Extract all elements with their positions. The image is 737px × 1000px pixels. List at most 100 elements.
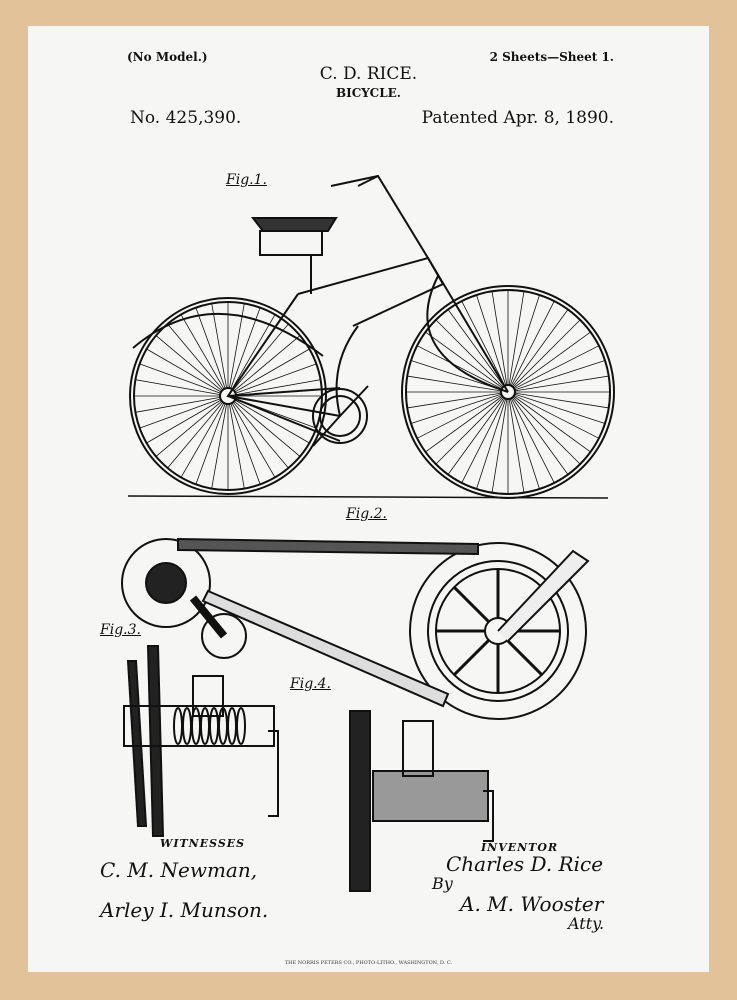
inventor-name: C. D. RICE. [319,64,418,84]
spoke [435,396,504,465]
spoke [514,392,609,409]
spoke [233,400,301,457]
spring-coil [200,707,210,745]
spoke [234,399,310,444]
spoke [195,403,226,485]
spoke [230,307,261,389]
spoke [228,303,245,389]
spoke [506,639,543,676]
spoke [508,291,525,386]
spoke [211,303,228,389]
spoke [231,402,276,478]
inventor-signature: Charles D. Rice [446,852,604,876]
fig2-drive [121,537,590,720]
spoke [476,398,507,490]
spoke [508,398,525,493]
spoke [139,398,221,429]
spoke [232,401,289,469]
spoke [407,375,502,392]
spoke [155,335,223,392]
spoke [146,348,222,393]
spoke [211,403,228,489]
spoke [435,319,504,388]
by-text: By [432,874,453,893]
spoke [476,294,507,386]
fig4-label: Fig.4. [290,676,331,692]
spoke [513,331,591,389]
spoke [139,363,221,394]
spoke [180,402,225,478]
spoke [228,403,245,489]
spoke [510,300,555,386]
spoke [513,395,591,453]
spoke [416,345,502,390]
model-note: (No Model.) [127,50,208,64]
patent-date: Patented Apr. 8, 1890. [421,108,614,128]
spoke [453,586,490,623]
spoke [235,379,321,396]
spoke [514,375,609,392]
atty-text: Atty. [568,914,605,933]
spoke [230,403,261,485]
bicycle-drawing [121,174,615,892]
spoke [510,398,555,484]
spoke [195,307,226,389]
fig3-hub [123,645,279,837]
spoke [514,394,600,439]
printer-credit: THE NORRIS PETERS CO., PHOTO-LITHO., WAS… [284,960,453,966]
spoke [491,398,508,493]
spoke [447,397,505,475]
spoke [425,331,503,389]
spring-coil [236,707,246,745]
spoke [146,399,222,444]
fig2-label: Fig.2. [346,506,387,522]
patent-number: No. 425,390. [130,108,242,128]
witnesses-label: WITNESSES [160,837,246,850]
spoke [491,291,508,386]
spoke [509,398,540,490]
spoke [235,363,317,394]
spoke [425,395,503,453]
spoke [509,294,540,386]
spring-coil [173,707,183,745]
spoke [155,400,223,457]
spoke [453,639,490,676]
spoke [231,314,276,390]
spoke [407,392,502,409]
spoke [514,360,606,391]
patent-sheet: (No Model.) 2 Sheets—Sheet 1. C. D. RICE… [28,26,709,972]
spoke [461,398,506,484]
spoke [512,396,581,465]
spoke [410,360,502,391]
spoke [447,309,505,387]
spoke [511,397,569,475]
fig1-label: Fig.1. [226,172,267,188]
witness1-signature: C. M. Newman, [100,858,258,882]
spoke [416,394,502,439]
spoke [410,393,502,424]
spoke [512,319,581,388]
witness2-signature: Arley I. Munson. [100,898,269,922]
inventor-label: INVENTOR [481,841,559,854]
fig1-bicycle [127,174,615,499]
spoke [511,309,569,387]
attorney-signature: A. M. Wooster [460,892,604,916]
spoke [135,379,221,396]
fig3-label: Fig.3. [100,622,141,638]
spring-coil [227,707,237,745]
spoke [461,300,506,386]
spoke [167,401,224,469]
sheets-note: 2 Sheets—Sheet 1. [489,50,614,64]
spring-coil [209,707,219,745]
spoke [233,335,301,392]
spoke [135,396,221,413]
spring-coil [182,707,192,745]
patent-title: BICYCLE. [336,86,401,100]
spoke [167,323,224,391]
fig4-hub [349,710,494,892]
spoke [180,314,225,390]
spoke [514,345,600,390]
spoke [514,393,606,424]
spoke [232,323,289,391]
